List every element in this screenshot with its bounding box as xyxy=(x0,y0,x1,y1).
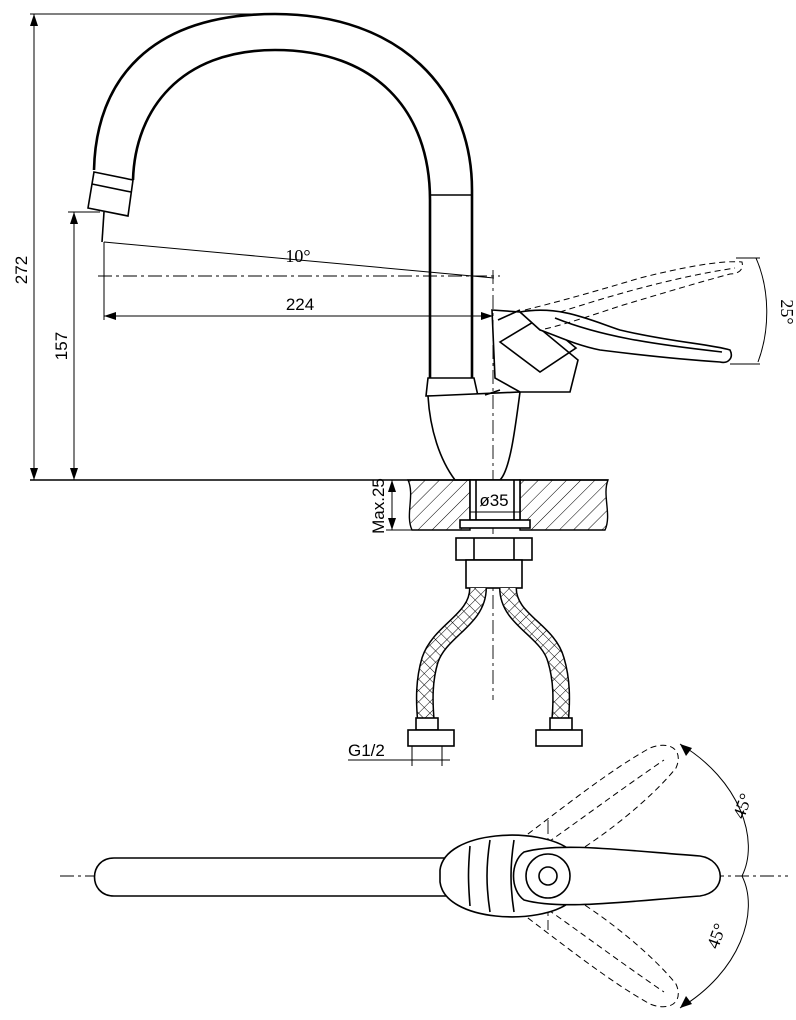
supply-hoses xyxy=(407,587,583,747)
dim-thread: G1/2 xyxy=(348,741,385,760)
dim-height-total: 272 xyxy=(12,256,31,284)
dim-height-spout: 157 xyxy=(52,332,71,360)
dim-rotation-lower: 45° xyxy=(703,921,730,952)
dimension-lines xyxy=(30,13,768,766)
lever-raised-phantom xyxy=(524,261,743,331)
dim-lever-angle: 25° xyxy=(777,299,796,324)
lever xyxy=(518,309,733,364)
spout-top xyxy=(93,857,469,897)
dim-spout-reach: 224 xyxy=(286,295,314,314)
top-view: 45° 45° xyxy=(60,743,788,1009)
lever-phantom-lower xyxy=(519,889,679,1008)
dim-spout-angle: 10° xyxy=(285,246,310,266)
spout xyxy=(87,12,474,378)
countertop xyxy=(30,479,610,531)
faucet-body xyxy=(425,309,579,481)
aerator-nozzle xyxy=(87,171,134,217)
lever-hub xyxy=(525,853,571,899)
side-view: 272 157 10° 224 25° Max.25 ø35 G1/2 xyxy=(12,12,796,766)
mounting-stud xyxy=(455,479,533,589)
lever-phantom-upper xyxy=(519,744,679,863)
dim-hole-diameter: ø35 xyxy=(479,491,508,510)
rotation-arc xyxy=(679,743,749,1009)
dim-max-thickness: Max.25 xyxy=(369,478,388,534)
